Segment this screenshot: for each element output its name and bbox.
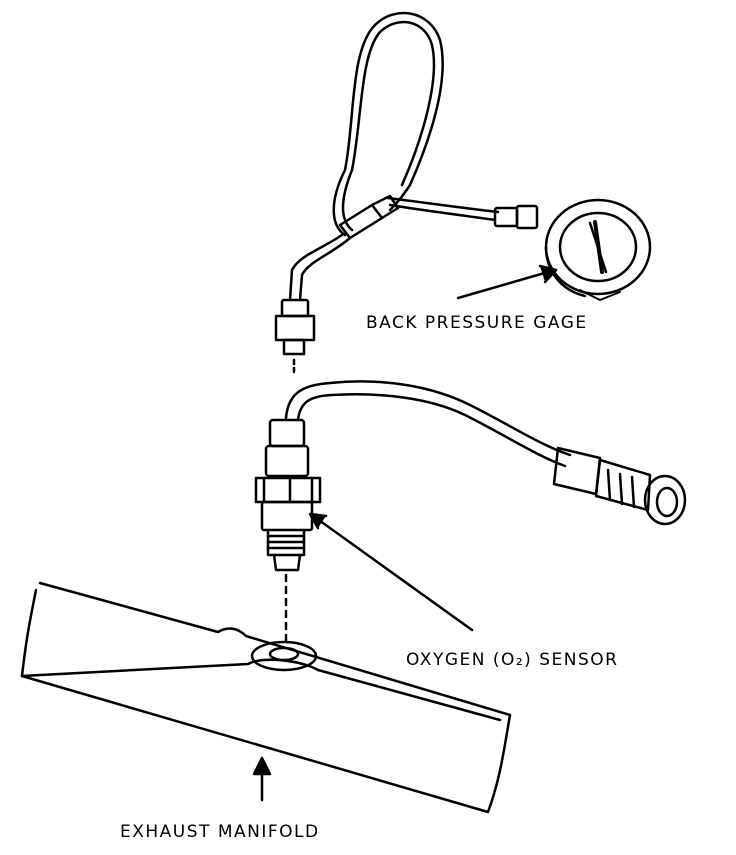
pressure-gage-icon <box>544 198 652 301</box>
exhaust-manifold-icon <box>20 581 512 814</box>
sensor-leader <box>308 512 474 632</box>
oxygen-sensor-icon <box>254 380 572 642</box>
adapter-fitting <box>274 298 316 378</box>
exhaust-manifold-label: EXHAUST MANIFOLD <box>120 822 320 842</box>
hose <box>288 11 539 302</box>
back-pressure-gage-label: BACK PRESSURE GAGE <box>366 313 588 333</box>
sensor-connector <box>552 446 687 526</box>
manifold-leader <box>252 756 272 802</box>
oxygen-sensor-label: OXYGEN (O₂) SENSOR <box>406 650 619 670</box>
gage-leader <box>456 264 558 300</box>
